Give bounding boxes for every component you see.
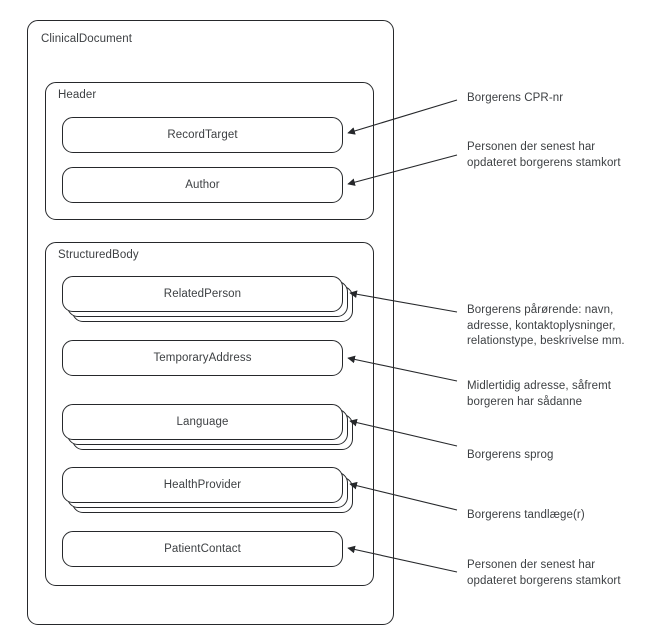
node-language[interactable]: Language: [62, 404, 343, 440]
note-author: Personen der senest har opdateret borger…: [467, 141, 621, 169]
note-record-target: Borgerens CPR-nr: [467, 92, 564, 104]
header-label: Header: [58, 89, 97, 101]
node-related-person[interactable]: RelatedPerson: [62, 276, 343, 312]
node-patient-contact[interactable]: PatientContact: [62, 531, 343, 567]
node-temporary-address[interactable]: TemporaryAddress: [62, 340, 343, 376]
node-related-person-label: RelatedPerson: [163, 288, 242, 300]
node-temporary-address-label: TemporaryAddress: [153, 352, 252, 364]
note-related-person: Borgerens pårørende: navn, adresse, kont…: [467, 304, 625, 347]
node-health-provider[interactable]: HealthProvider: [62, 467, 343, 503]
node-language-label: Language: [176, 416, 229, 428]
note-patient-contact: Personen der senest har opdateret borger…: [467, 559, 621, 587]
node-record-target[interactable]: RecordTarget: [62, 117, 343, 153]
note-health-provider: Borgerens tandlæge(r): [467, 509, 585, 521]
note-language: Borgerens sprog: [467, 449, 554, 461]
node-author[interactable]: Author: [62, 167, 343, 203]
clinical-document-label: ClinicalDocument: [41, 33, 133, 45]
node-author-label: Author: [185, 179, 220, 191]
node-record-target-label: RecordTarget: [167, 129, 238, 141]
node-patient-contact-label: PatientContact: [164, 543, 241, 555]
structured-body-label: StructuredBody: [58, 249, 139, 261]
note-temporary-address: Midlertidig adresse, såfremt borgeren ha…: [467, 380, 612, 408]
node-health-provider-label: HealthProvider: [163, 479, 242, 491]
